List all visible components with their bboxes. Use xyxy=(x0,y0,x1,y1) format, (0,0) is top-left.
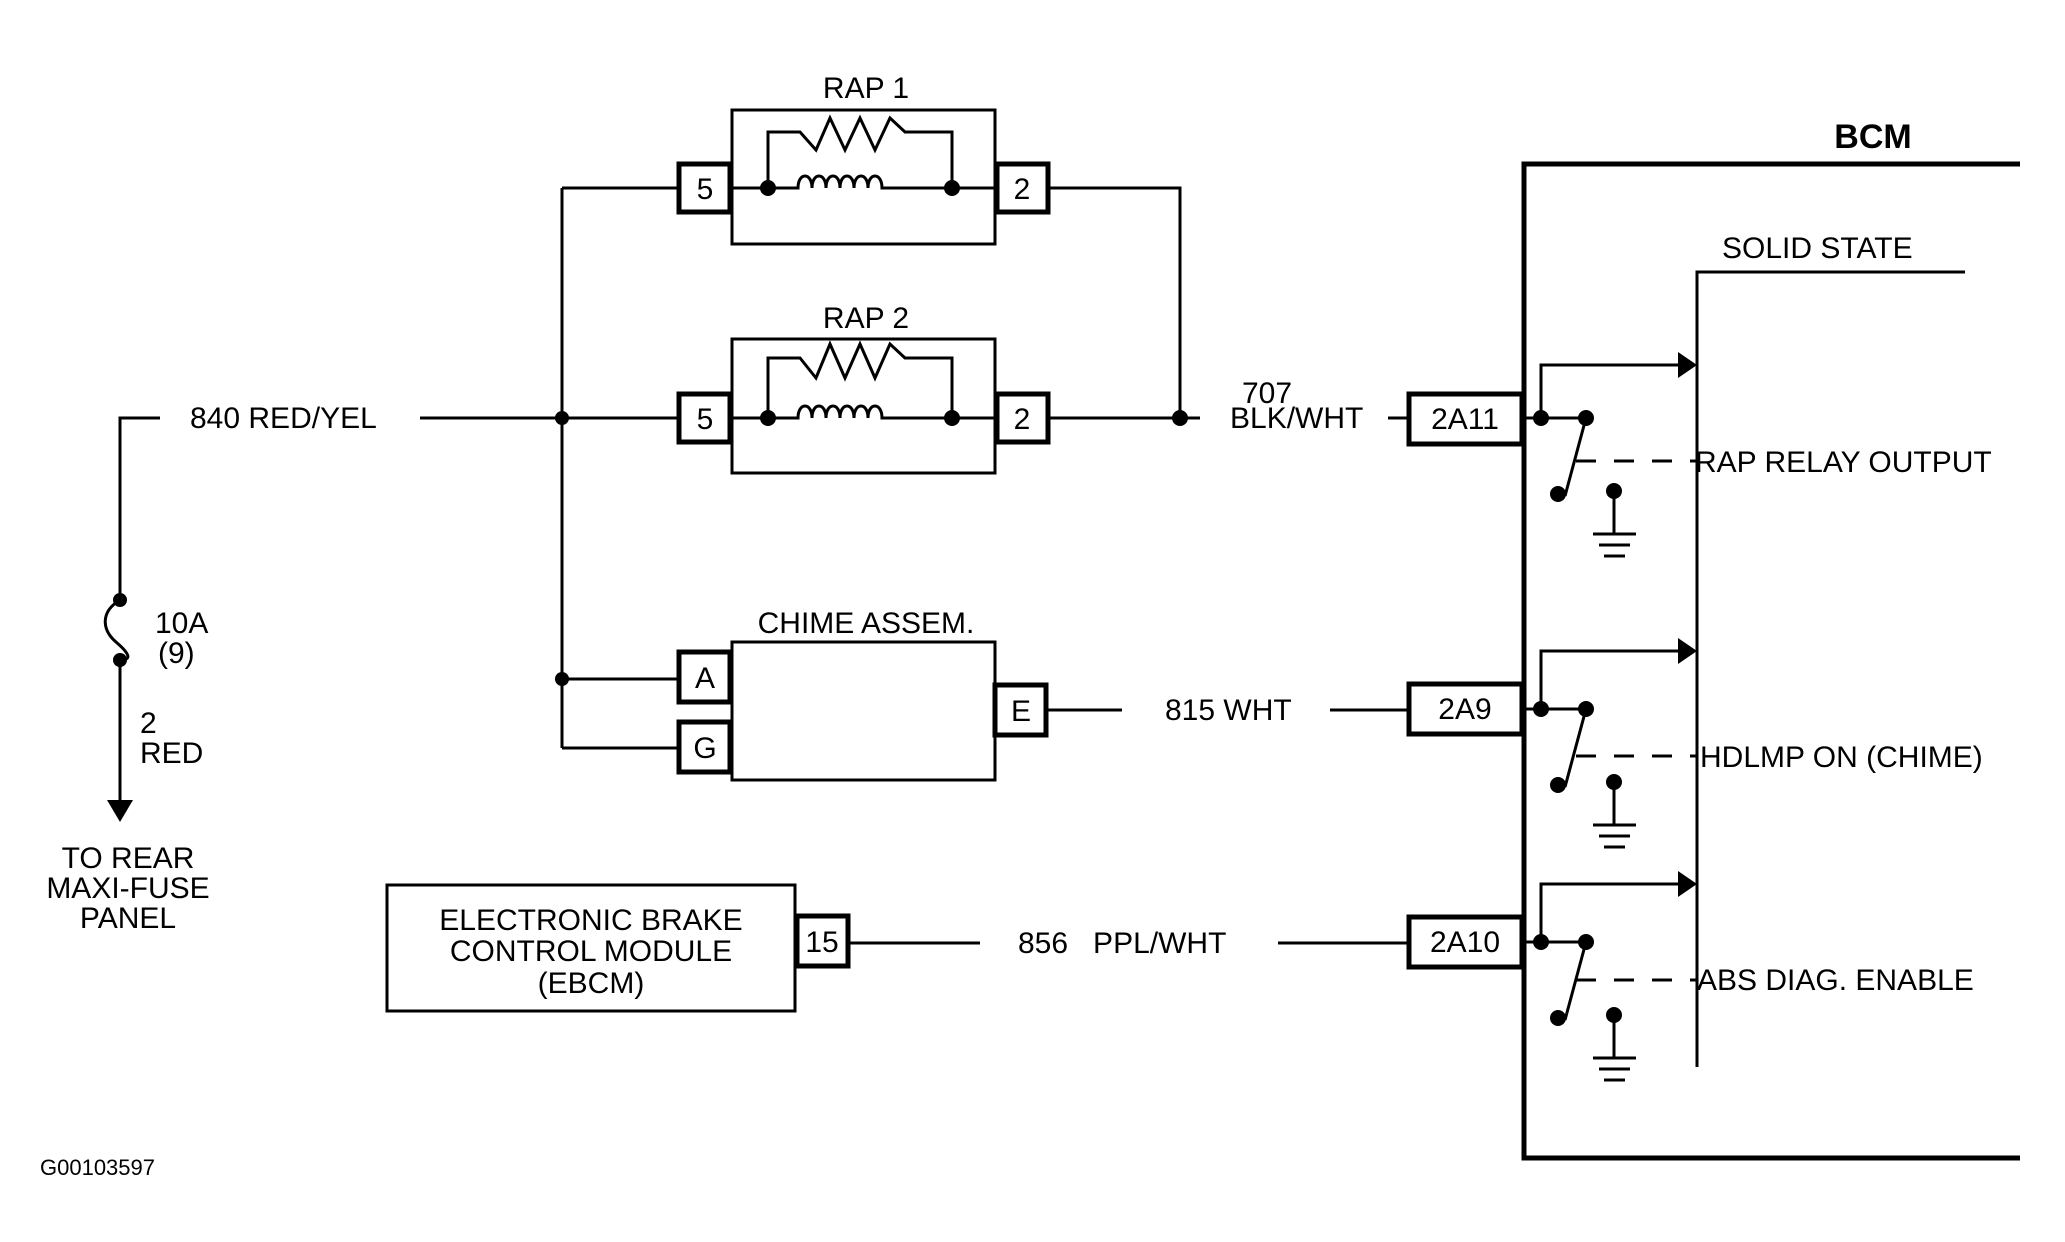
bcm-label: BCM xyxy=(1834,118,1911,156)
switch-blade-icon xyxy=(1563,417,1588,497)
connector-2a11 xyxy=(1406,391,1525,447)
connector-2a10 xyxy=(1406,914,1525,970)
circuit-hdlmp-function: HDLMP ON (CHIME) xyxy=(1700,741,1983,774)
main-bus xyxy=(420,186,677,750)
feed-wire-number: 2 xyxy=(140,707,157,740)
splice-dot xyxy=(555,411,569,425)
ebcm-pin-15 xyxy=(794,913,851,969)
wire-815-label: 815 WHT xyxy=(1165,694,1292,727)
switch-feed xyxy=(1539,363,1682,418)
terminal-dot xyxy=(1550,777,1566,793)
fuse-number: (9) xyxy=(158,637,195,670)
switch-feed xyxy=(1539,649,1682,709)
ebcm-line-2: CONTROL MODULE xyxy=(450,935,732,968)
figure-id: G00103597 xyxy=(40,1155,155,1180)
destination-line-2: MAXI-FUSE xyxy=(46,872,209,905)
terminal-dot xyxy=(760,180,776,196)
bcm-box xyxy=(1521,161,2020,1161)
arrow-right-icon xyxy=(1678,871,1697,897)
chime-pin-g xyxy=(676,719,733,775)
rap1-pin-out xyxy=(994,161,1051,215)
ground-icon xyxy=(1593,823,1636,849)
wire-707-number: 707 xyxy=(1242,377,1292,410)
switch-blade-icon xyxy=(1563,708,1588,788)
rap1-pin-in-label: 5 xyxy=(697,173,714,206)
terminal-dot xyxy=(1533,701,1549,717)
circuit-rap-function: RAP RELAY OUTPUT xyxy=(1695,446,1992,479)
splice-dot xyxy=(1172,410,1188,426)
rap1-pin-out-label: 2 xyxy=(1014,173,1031,206)
switch-circuit-hdlmp: HDLMP ON (CHIME) xyxy=(1524,638,1983,849)
rap2-pin-out-label: 2 xyxy=(1014,403,1031,436)
rap1-label: RAP 1 xyxy=(823,72,909,105)
ebcm-line-3: (EBCM) xyxy=(538,967,645,1000)
rap2-label: RAP 2 xyxy=(823,302,909,335)
connector-2a10-label: 2A10 xyxy=(1430,926,1500,959)
solid-state-label: SOLID STATE xyxy=(1722,232,1913,265)
destination-line-3: PANEL xyxy=(80,902,176,935)
wire-707-color: BLK/WHT xyxy=(1230,402,1363,435)
resistor-icon xyxy=(766,114,954,188)
ebcm-pin-label: 15 xyxy=(805,926,838,959)
chime-pin-e xyxy=(992,682,1049,738)
terminal-dot xyxy=(760,410,776,426)
splice-dot xyxy=(555,672,569,686)
wire-840-label: 840 RED/YEL xyxy=(190,402,377,435)
chime-pin-g-label: G xyxy=(693,732,716,765)
switch-circuit-abs: ABS DIAG. ENABLE xyxy=(1524,871,1974,1082)
arrow-down-icon xyxy=(107,800,133,822)
connector-2a9-label: 2A9 xyxy=(1438,693,1491,726)
rap1-relay: RAP 1 5 2 xyxy=(676,72,1051,246)
solid-state-boundary xyxy=(1695,270,1965,1067)
switch-circuit-rap: RAP RELAY OUTPUT xyxy=(1524,352,1992,558)
ebcm-line-1: ELECTRONIC BRAKE xyxy=(439,904,742,937)
destination-line-1: TO REAR xyxy=(62,842,195,875)
wire-840-vertical xyxy=(118,416,160,598)
bcm-module: BCM SOLID STATE 2A11 2A9 2A10 xyxy=(1406,118,2020,1161)
connector-2a9 xyxy=(1406,681,1525,737)
rap-output-wire: 707 BLK/WHT xyxy=(1048,186,1407,435)
switch-blade-icon xyxy=(1563,941,1588,1021)
chime-pin-a xyxy=(676,649,733,705)
wire-856-label: 856 PPL/WHT xyxy=(1018,927,1226,960)
power-feed: 10A (9) 2 RED TO REAR MAXI-FUSE PANEL 84… xyxy=(46,402,376,935)
feed-wire-color: RED xyxy=(140,737,203,770)
rap2-pin-in xyxy=(676,391,733,445)
chime-label: CHIME ASSEM. xyxy=(758,607,975,640)
chime-pin-e-label: E xyxy=(1011,695,1031,728)
circuit-abs-function: ABS DIAG. ENABLE xyxy=(1697,964,1974,997)
fuse-rating: 10A xyxy=(155,607,208,640)
ground-icon xyxy=(1593,532,1636,558)
terminal-dot xyxy=(1533,934,1549,950)
switch-feed xyxy=(1539,882,1682,942)
chime-assembly: CHIME ASSEM. A G E 815 WHT xyxy=(676,607,1408,782)
rap2-relay: RAP 2 5 2 xyxy=(676,302,1051,475)
coil-icon xyxy=(768,174,952,190)
arrow-right-icon xyxy=(1678,352,1697,378)
arrow-right-icon xyxy=(1678,638,1697,664)
chime-pin-a-label: A xyxy=(695,662,715,695)
ground-icon xyxy=(1593,1056,1636,1082)
chime-box xyxy=(730,640,997,782)
ebcm-module: ELECTRONIC BRAKE CONTROL MODULE (EBCM) 1… xyxy=(385,883,1408,1013)
terminal-dot xyxy=(1533,410,1549,426)
rap2-pin-in-label: 5 xyxy=(697,403,714,436)
rap1-pin-in xyxy=(676,161,733,215)
resistor-icon xyxy=(766,340,954,418)
connector-2a11-label: 2A11 xyxy=(1431,403,1499,436)
rap1-output-wire xyxy=(1048,186,1182,418)
fuse-icon xyxy=(103,598,130,662)
terminal-dot xyxy=(1550,1010,1566,1026)
coil-icon xyxy=(768,404,952,420)
terminal-dot xyxy=(1550,486,1566,502)
